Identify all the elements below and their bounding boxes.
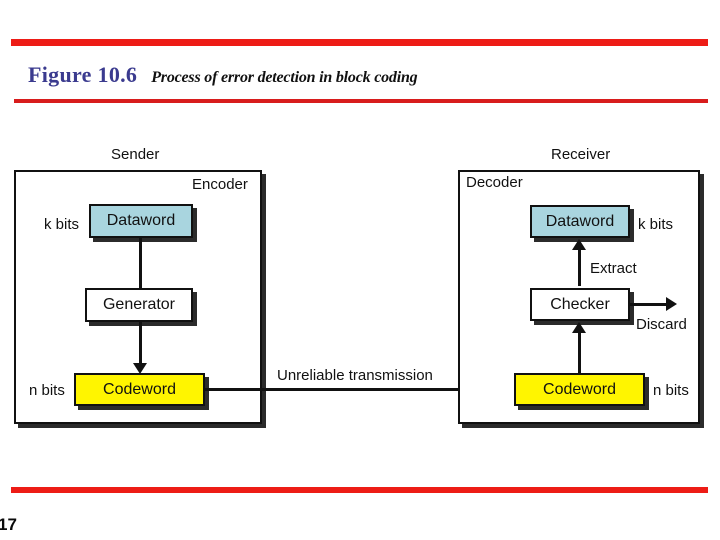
discard-line — [630, 303, 670, 306]
receiver-dataword-bits-label: k bits — [638, 216, 674, 233]
sender-codeword-bits-label: n bits — [29, 382, 65, 399]
sender-generator-to-codeword-line — [139, 322, 142, 366]
figure-caption: Process of error detection in block codi… — [151, 69, 418, 86]
unreliable-transmission-line — [203, 388, 523, 391]
unreliable-transmission-label: Unreliable transmission — [277, 367, 433, 384]
checker-to-dataword-line — [578, 250, 581, 286]
checker-to-dataword-arrowhead — [572, 239, 586, 250]
slide-number: 17 — [0, 515, 17, 534]
block-coding-diagram: Sender Encoder k bits Dataword Generator… — [0, 130, 720, 440]
receiver-dataword-label: Dataword — [545, 212, 615, 230]
receiver-codeword-node: Codeword — [514, 373, 645, 406]
extract-label: Extract — [590, 260, 637, 277]
bottom-accent-rule — [11, 487, 708, 493]
sender-dataword-node: Dataword — [89, 204, 193, 238]
title-underline-rule — [14, 99, 708, 103]
receiver-dataword-node: Dataword — [530, 205, 630, 238]
codeword-to-checker-line — [578, 333, 581, 375]
discard-label: Discard — [636, 316, 687, 333]
sender-codeword-node: Codeword — [74, 373, 205, 406]
sender-dataword-to-generator-line — [139, 238, 142, 312]
sender-codeword-label: Codeword — [103, 380, 176, 398]
receiver-codeword-label: Codeword — [543, 380, 616, 398]
figure-label: Figure 10.6 — [28, 62, 138, 87]
receiver-checker-label: Checker — [550, 295, 610, 313]
receiver-codeword-bits-label: n bits — [653, 382, 689, 399]
sender-dataword-bits-label: k bits — [44, 216, 80, 233]
encoder-label: Encoder — [192, 176, 248, 193]
sender-label: Sender — [111, 146, 160, 163]
sender-generator-to-codeword-arrowhead — [133, 363, 147, 374]
codeword-to-checker-arrowhead — [572, 322, 586, 333]
sender-generator-label: Generator — [102, 296, 176, 313]
receiver-checker-node: Checker — [530, 288, 630, 321]
page-title: Figure 10.6 Process of error detection i… — [28, 62, 418, 88]
sender-generator-node: Generator — [85, 288, 193, 322]
top-accent-rule — [11, 39, 708, 46]
sender-dataword-label: Dataword — [106, 212, 176, 229]
decoder-label: Decoder — [466, 174, 523, 191]
discard-arrowhead — [666, 297, 677, 311]
receiver-label: Receiver — [551, 146, 611, 163]
